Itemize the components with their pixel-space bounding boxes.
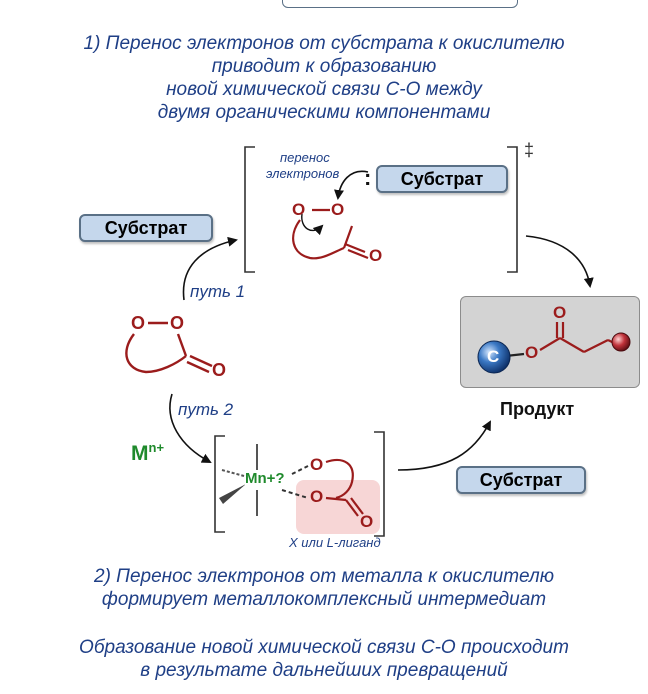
complex-peroxide [325, 458, 364, 517]
ligand-highlight [296, 480, 380, 534]
metal-wedge-bond [219, 484, 246, 504]
caption-top-line-1: 1) Перенос электронов от субстрата к оки… [83, 33, 565, 54]
complex-atom-o3: O [360, 512, 374, 531]
path1-arrow [182, 236, 238, 301]
electron-transfer-label-2: электронов [266, 166, 340, 181]
top-box-edge [282, 0, 518, 8]
ligand-label: X или L-лиганд [289, 535, 381, 550]
complex-bracket-right [374, 431, 385, 537]
substrate-pill-bottom: Субстрат [456, 466, 586, 494]
electron-transfer-label-1: перенос [280, 150, 330, 165]
central-atom-o2: O [170, 313, 185, 333]
product-atom-c: C [487, 347, 500, 366]
caption-top: 1) Перенос электронов от субстрата к оки… [0, 32, 648, 124]
caption-top-line-4: двумя органическими компонентами [157, 102, 491, 123]
complex-atom-o2: O [310, 487, 324, 506]
dagger-symbol: ‡ [524, 140, 535, 160]
ts-atom-o2: O [331, 200, 345, 219]
caption-bottom-1: 2) Перенос электронов от металла к окисл… [0, 565, 648, 611]
colon-symbol: : [364, 165, 372, 190]
ts-bracket-left [244, 146, 255, 273]
central-atom-o1: O [131, 313, 146, 333]
caption-bottom-2: Образование новой химической связи С-О п… [0, 636, 648, 682]
complex-atom-o1: O [310, 455, 324, 474]
ts-inner-arrow [301, 213, 324, 236]
metal-ligands [221, 444, 258, 516]
caption-bottom-line-2: формирует металлокомплексный интермедиат [101, 589, 547, 610]
ts-atom-o3: O [369, 246, 383, 265]
product-atom-o2: O [553, 303, 567, 322]
ts-bracket-right [507, 146, 518, 273]
caption-bottom-line-1: 2) Перенос электронов от металла к окисл… [94, 566, 554, 587]
metal-charge: n+ [148, 440, 165, 455]
caption-top-line-2: приводит к образованию [211, 56, 437, 77]
electron-transfer-arrow [334, 170, 369, 200]
ts-peroxide [292, 208, 369, 260]
caption-bottom-line-3: Образование новой химической связи С-О п… [79, 637, 569, 658]
substrate-pill-left: Субстрат [79, 214, 213, 242]
path2-arrow [169, 393, 212, 463]
central-peroxide [125, 321, 213, 374]
path2-label: путь 2 [178, 400, 234, 419]
complex-bracket-left [214, 435, 225, 533]
ts-atom-o1: O [292, 200, 306, 219]
path1-label: путь 1 [190, 282, 246, 301]
ts-to-product-arrow [525, 235, 594, 288]
complex-metal-label: Mn+? [245, 470, 285, 487]
product-atom-o1: O [525, 343, 539, 362]
red-sphere [611, 332, 631, 352]
substrate-pill-ts: Субстрат [376, 165, 508, 193]
metal-oxygen-bonds [281, 465, 309, 499]
caption-bottom-line-4: в результате дальнейших превращений [140, 660, 508, 681]
carbon-sphere [477, 340, 511, 374]
central-atom-o3: O [212, 360, 227, 380]
product-bonds [505, 322, 617, 358]
caption-top-line-3: новой химической связи С-О между [166, 79, 482, 100]
complex-to-product-arrow [397, 420, 491, 471]
metal-label: Mn+ [131, 440, 164, 466]
metal-symbol: M [131, 442, 149, 465]
product-label: Продукт [500, 399, 575, 419]
